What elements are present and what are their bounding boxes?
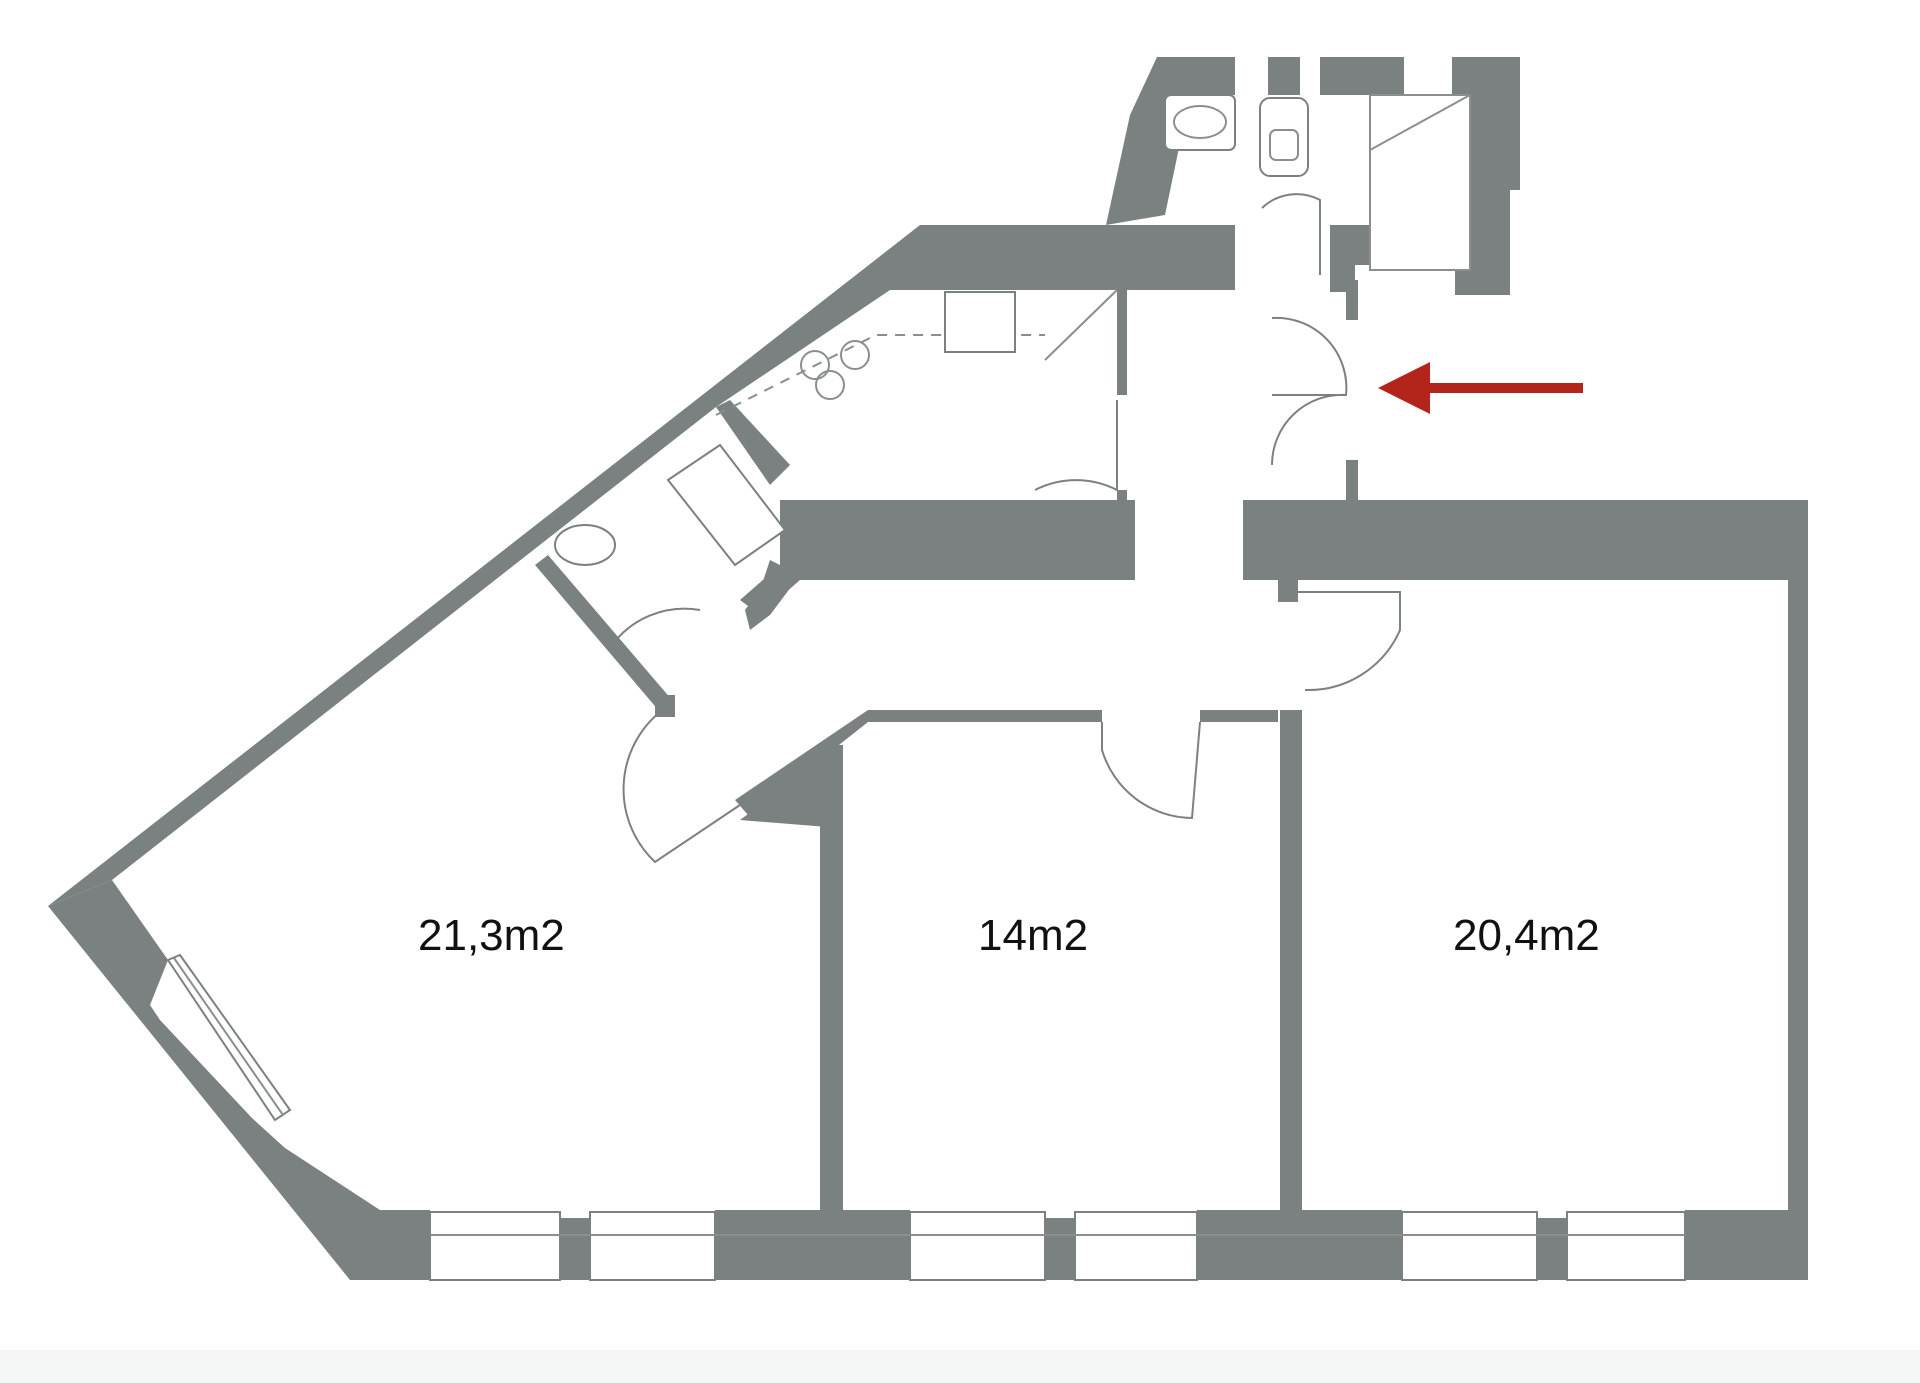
room-area-label-right: 20,4m2 [1453,911,1600,960]
small-bath-jamb [655,695,675,717]
arrow-left-icon-shaft [1418,383,1583,393]
windows [166,953,1686,1281]
bottom-wall-6 [1537,1218,1567,1280]
bathtub [666,443,787,567]
right-outer-wall [1788,500,1808,1280]
bath-kitchen-wall [716,400,790,485]
hall-door-jamb-top [1346,460,1358,502]
fixtures [554,94,1471,567]
bathroom-top-wall [1106,57,1520,295]
small-bath-door [609,607,701,649]
stove-burner [840,340,870,370]
bottom-wall-5 [1197,1210,1402,1280]
kitchen-bottom-wall [740,500,1135,615]
shower-line [1369,94,1471,151]
kitchen-sink [944,291,1016,353]
window [589,1211,716,1281]
stove-burner [800,350,830,380]
shower-tray [1369,94,1471,271]
sink [1164,94,1236,151]
window [1566,1211,1686,1281]
small-bath-partition [535,555,672,712]
left-middle-wall [820,745,843,1280]
sink-bowl [1173,105,1227,139]
doors [609,193,1401,864]
toilet [1259,97,1309,177]
entrance-door-upper [1271,316,1348,396]
bathroom-door-jamb [1346,280,1358,320]
bathroom-door [1261,193,1321,275]
bottom-wall-1 [350,1235,430,1280]
living-room-door [622,711,741,864]
stove-burner [815,370,845,400]
window [909,1211,1046,1281]
right-upper-outer-corner [1780,500,1808,580]
kitchen-door [1034,400,1118,492]
arrow-left-icon [1378,362,1430,414]
window [429,1211,561,1281]
basin [554,524,616,566]
left-corner-wall [48,880,430,1280]
bathroom-partition [1330,225,1370,292]
bottom-wall-2 [560,1218,590,1280]
room-area-label-middle: 14m2 [978,911,1088,960]
bottom-wall-7 [1685,1210,1808,1280]
bottom-wall-4 [1045,1218,1075,1280]
right-upper-jamb [1278,580,1298,602]
entrance-arrow [1378,362,1583,414]
window [1074,1211,1198,1281]
bottom-wall-3 [715,1210,910,1280]
right-room-door [1298,591,1401,692]
kitchen-side-wall [1117,285,1127,395]
bath-inner-wall [745,560,800,630]
entrance-door-lower [1270,393,1347,466]
window [1401,1211,1538,1281]
middle-room-door [1101,721,1201,820]
footer-band [0,1350,1920,1383]
toilet-seat [1269,129,1299,161]
right-room-top-wall [1200,710,1278,722]
walls [48,57,1808,1280]
kitchen-door-jamb [1117,490,1127,502]
middle-right-wall [1280,710,1302,1280]
room-area-label-left: 21,3m2 [418,911,565,960]
fridge-diagonal [1044,289,1118,361]
right-upper-wall [1243,500,1808,580]
window-pane-line [173,957,284,1116]
